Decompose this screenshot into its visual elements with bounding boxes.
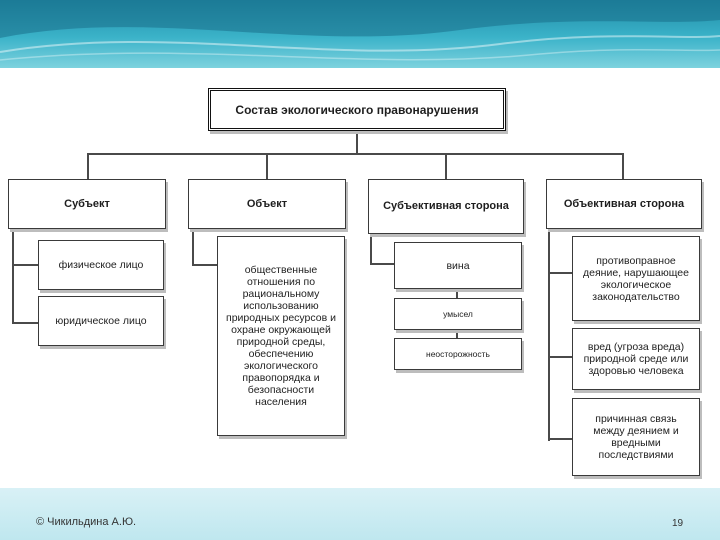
header-objective-side: Объективная сторона — [546, 179, 702, 229]
connector — [192, 228, 194, 266]
connector — [12, 264, 38, 266]
objective-item-act: противоправное деяние, нарушающее эколог… — [572, 236, 700, 321]
subjective-item-intent: умысел — [394, 298, 522, 330]
slide-header-decoration — [0, 0, 720, 68]
connector — [12, 322, 38, 324]
wave-decoration — [0, 0, 720, 61]
connector — [548, 272, 572, 274]
connector — [548, 356, 572, 358]
connector — [266, 153, 268, 179]
subjective-item-guilt: вина — [394, 242, 522, 289]
header-subject: Субъект — [8, 179, 166, 229]
connector — [192, 264, 217, 266]
header-subjective-side: Субъективная сторона — [368, 179, 524, 234]
connector — [548, 438, 572, 440]
connector — [445, 153, 447, 179]
connector — [622, 153, 624, 179]
diagram-title: Состав экологического правонарушения — [208, 88, 506, 131]
connector — [370, 263, 394, 265]
objective-item-causation: причинная связь между деянием и вредными… — [572, 398, 700, 476]
subject-item-legal-entity: юридическое лицо — [38, 296, 164, 346]
subjective-item-negligence: неосторожность — [394, 338, 522, 370]
objective-item-harm: вред (угроза вреда) природной среде или … — [572, 328, 700, 390]
subject-item-individual: физическое лицо — [38, 240, 164, 290]
object-item: общественные отношения по рациональному … — [217, 236, 345, 436]
connector — [87, 153, 623, 155]
connector — [87, 153, 89, 179]
connector — [456, 289, 458, 298]
connector — [370, 234, 372, 265]
slide-footer-band — [0, 488, 720, 540]
connector — [356, 131, 358, 154]
connector — [456, 330, 458, 338]
footer-author: © Чикильдина А.Ю. — [36, 516, 137, 528]
connector — [12, 228, 14, 324]
connector — [548, 229, 550, 441]
header-object: Объект — [188, 179, 346, 229]
page-number: 19 — [672, 518, 684, 529]
